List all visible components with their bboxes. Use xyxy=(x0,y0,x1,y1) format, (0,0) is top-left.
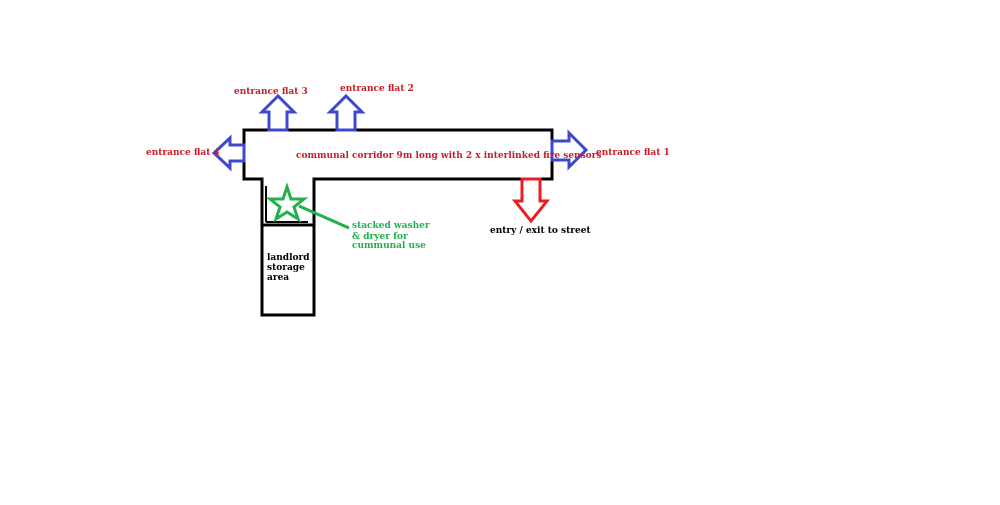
label-flat-2: entrance flat 2 xyxy=(340,84,414,94)
arrow-flat-2 xyxy=(326,93,366,132)
storage-label-line-1: landlord xyxy=(267,253,310,263)
label-entry-exit: entry / exit to street xyxy=(490,226,591,236)
label-flat-1: entrance flat 1 xyxy=(596,148,670,158)
label-flat-3: entrance flat 3 xyxy=(234,87,308,97)
corridor-label: communal corridor 9m long with 2 x inter… xyxy=(296,151,601,161)
storage-label-line-3: area xyxy=(267,273,289,283)
arrow-flat-1 xyxy=(550,129,589,171)
arrow-entry-exit xyxy=(511,177,551,224)
arrow-flat-3 xyxy=(258,93,298,132)
storage-label-line-2: storage xyxy=(267,263,305,273)
washer-label-line-1: stacked washer xyxy=(352,221,430,231)
washer-label-line-3: cummunal use xyxy=(352,241,426,251)
washer-label-line-2: & dryer for xyxy=(352,232,408,242)
washer-pointer-line xyxy=(298,204,350,230)
arrow-flat-4 xyxy=(211,134,246,172)
label-flat-4: entrance flat 4 xyxy=(146,148,220,158)
washer-star-icon xyxy=(265,182,309,223)
